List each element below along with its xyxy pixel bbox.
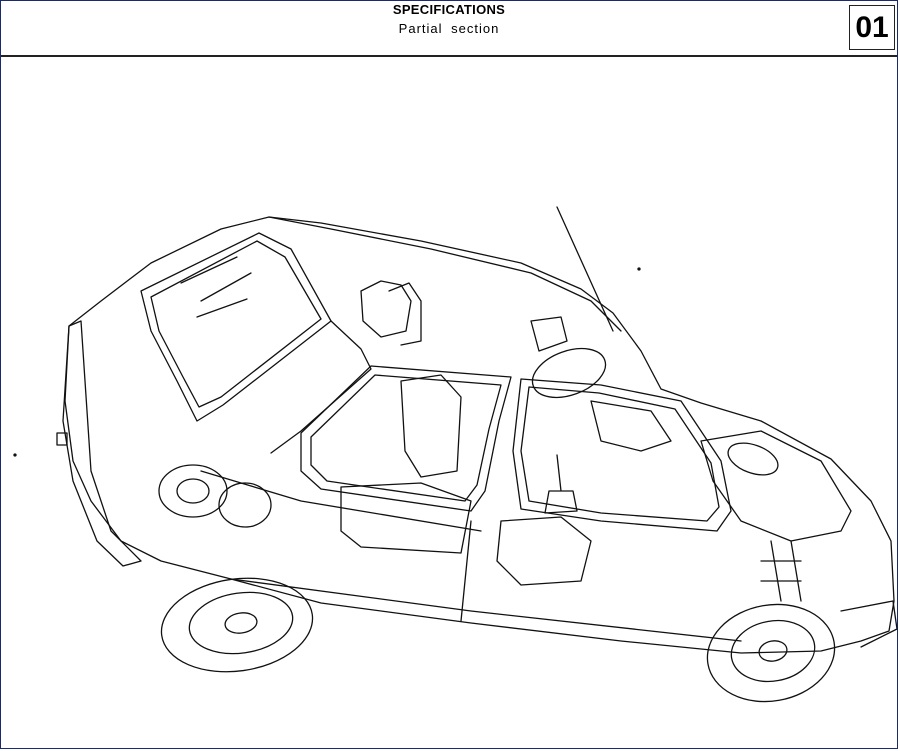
rear-seat-cushion: [340, 482, 472, 554]
dashboard: [590, 400, 672, 452]
gear-lever: [544, 454, 578, 514]
rear-window-detail: [180, 256, 252, 318]
roof-line: [268, 216, 622, 332]
engine-block: [700, 430, 852, 542]
spare-wheel-hub: [176, 478, 210, 504]
sill-line: [230, 578, 742, 642]
page-title: SPECIFICATIONS: [392, 2, 506, 17]
section-number-box: 01: [849, 5, 895, 50]
rear-door-frame: [300, 365, 512, 512]
antenna-line: [556, 206, 614, 332]
b-pillar: [460, 520, 472, 622]
body-outline: [64, 216, 895, 654]
page-subtitle: Partial section: [398, 21, 500, 36]
dot-mark: [637, 267, 641, 271]
rear-headrest: [360, 280, 412, 338]
front-suspension: [760, 540, 802, 602]
page-header: SPECIFICATIONS Partial section 01: [1, 1, 897, 57]
front-seat: [496, 516, 592, 586]
front-wheel-rim: [730, 619, 816, 683]
rear-wheel-tyre: [160, 577, 314, 673]
air-filter: [727, 442, 779, 476]
rear-headrest-2: [388, 282, 422, 346]
c-pillar: [270, 320, 372, 454]
rear-door-window: [310, 374, 502, 502]
rear-window-inner: [150, 240, 322, 408]
front-wheel-tyre: [706, 603, 836, 703]
front-seat-back: [400, 374, 462, 478]
rear-bumper: [62, 320, 142, 567]
floor-line: [200, 470, 482, 532]
rear-brake-drum: [218, 482, 272, 528]
dot-mark: [13, 453, 17, 457]
front-door-window: [520, 386, 720, 522]
tow-hook: [56, 432, 68, 446]
front-bumper: [840, 600, 898, 648]
front-door-frame: [512, 378, 732, 532]
rear-view-mirror: [530, 316, 568, 352]
rear-wheel-rim: [188, 591, 294, 655]
spare-wheel: [158, 464, 228, 518]
rear-wheel-hub: [224, 612, 258, 634]
steering-wheel: [531, 347, 607, 399]
rear-window: [140, 232, 332, 422]
car-cutaway-illustration: [1, 57, 899, 749]
front-wheel-hub: [758, 640, 788, 662]
